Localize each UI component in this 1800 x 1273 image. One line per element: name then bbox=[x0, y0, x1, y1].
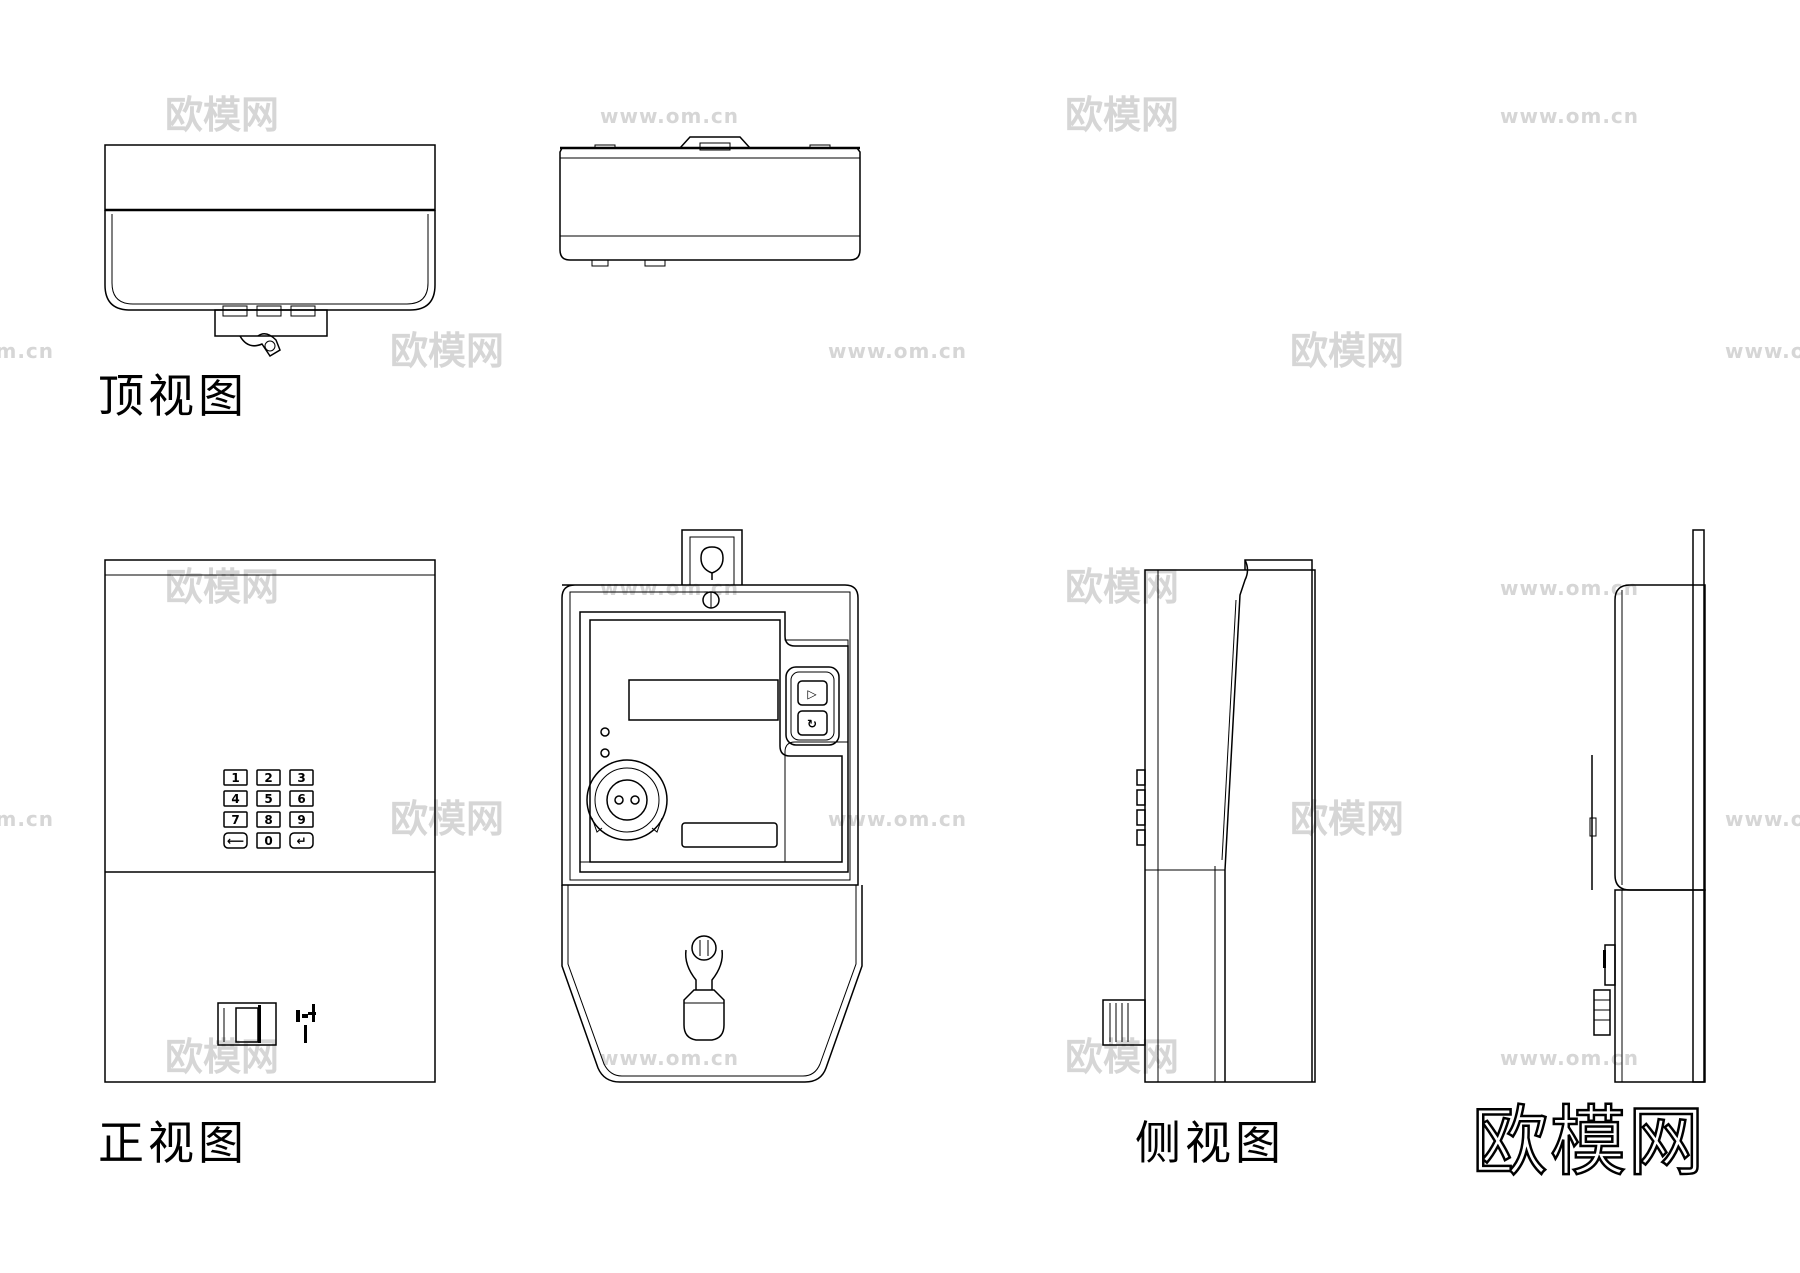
keypad-key-frame bbox=[289, 832, 314, 849]
watermark-url: www.om.cn bbox=[0, 807, 54, 831]
optical-port bbox=[586, 759, 668, 841]
keypad-key[interactable]: 5 bbox=[256, 790, 281, 807]
keypad-key[interactable]: 3 bbox=[289, 769, 314, 786]
side-view-right bbox=[1589, 529, 1706, 1083]
watermark-logo: 欧模网 bbox=[1065, 93, 1179, 137]
watermark-logo: 欧模网 bbox=[1065, 565, 1179, 609]
keypad-key-label: 2 bbox=[264, 771, 272, 785]
play-icon: ▷ bbox=[807, 687, 817, 701]
keypad-key[interactable]: 0 bbox=[256, 832, 281, 849]
top-view-plan bbox=[104, 144, 436, 358]
led-indicator bbox=[600, 748, 610, 758]
keypad-key[interactable]: ⟵ bbox=[223, 832, 248, 849]
keypad-key-frame bbox=[223, 769, 248, 786]
keypad-key-label: 9 bbox=[297, 813, 305, 827]
watermark-url: www.om.cn bbox=[1500, 1046, 1639, 1070]
keypad-key-frame bbox=[256, 832, 281, 849]
seal-lock bbox=[683, 935, 725, 1041]
top-view-elevation bbox=[559, 136, 861, 267]
connector bbox=[1102, 999, 1146, 1046]
keypad-key-frame bbox=[256, 769, 281, 786]
watermark-url: www.om.cn bbox=[828, 807, 967, 831]
side-view-label: 侧视图 bbox=[1135, 1116, 1285, 1170]
watermark-layer: 欧模网 www.om.cn 欧模网 www.om.cn www.om.cn 欧模… bbox=[0, 93, 1800, 1079]
watermark-url: www.om.cn bbox=[1500, 576, 1639, 600]
watermark-logo: 欧模网 bbox=[390, 797, 504, 841]
keypad-key[interactable]: 8 bbox=[256, 811, 281, 828]
keypad-key[interactable]: 4 bbox=[223, 790, 248, 807]
page-button bbox=[797, 680, 828, 706]
top-view-label: 顶视图 bbox=[98, 369, 248, 423]
keypad-key-frame bbox=[289, 790, 314, 807]
watermark-logo: 欧模网 bbox=[390, 329, 504, 373]
keypad-key-label: 7 bbox=[231, 813, 239, 827]
keypad-key-frame bbox=[256, 790, 281, 807]
keypad-key[interactable]: 9 bbox=[289, 811, 314, 828]
keypad-key-label: 8 bbox=[264, 813, 272, 827]
keypad-key[interactable]: 6 bbox=[289, 790, 314, 807]
keypad: 1 2 3 4 5 6 7 8 9 ⟵ 0 ↵ bbox=[223, 769, 314, 849]
keypad-key-label: ⟵ bbox=[227, 834, 244, 848]
watermark-url: www.om.cn bbox=[1500, 104, 1639, 128]
watermark-logo: 欧模网 bbox=[165, 93, 279, 137]
brand-logo: 欧模网 bbox=[1471, 1096, 1706, 1188]
led-indicator bbox=[600, 727, 610, 737]
keypad-key-frame bbox=[223, 832, 248, 849]
front-view-keypad-meter: 1 2 3 4 5 6 7 8 9 ⟵ 0 ↵ bbox=[104, 559, 436, 1083]
keypad-key-label: 5 bbox=[264, 792, 272, 806]
function-button bbox=[797, 710, 828, 736]
watermark-logo: 欧模网 bbox=[1290, 797, 1404, 841]
watermark-logo: 欧模网 bbox=[1290, 329, 1404, 373]
breaker-switch bbox=[217, 1002, 316, 1046]
keypad-key[interactable]: ↵ bbox=[289, 832, 314, 849]
watermark-logo: 欧模网 bbox=[165, 1035, 279, 1079]
button-panel bbox=[785, 666, 840, 746]
keypad-key-label: ↵ bbox=[296, 834, 306, 848]
front-view-label: 正视图 bbox=[98, 1116, 248, 1170]
watermark-url: www.om.cn bbox=[600, 1046, 739, 1070]
keypad-key-frame bbox=[289, 769, 314, 786]
watermark-logo: 欧模网 bbox=[1065, 1035, 1179, 1079]
keypad-key-frame bbox=[256, 811, 281, 828]
refresh-icon: ↻ bbox=[807, 717, 817, 731]
watermark-logo: 欧模网 bbox=[165, 565, 279, 609]
keypad-key-label: 1 bbox=[231, 771, 239, 785]
lcd-display bbox=[628, 679, 779, 721]
watermark-url: www.om.cn bbox=[600, 104, 739, 128]
watermark-url: www.om.cn bbox=[0, 339, 54, 363]
nameplate bbox=[681, 822, 778, 848]
side-view-left bbox=[1102, 559, 1316, 1083]
keypad-key[interactable]: 1 bbox=[223, 769, 248, 786]
keypad-key-frame bbox=[289, 811, 314, 828]
keypad-key[interactable]: 7 bbox=[223, 811, 248, 828]
watermark-url: www.om.cn bbox=[1725, 807, 1800, 831]
front-view-display-meter: ▷ ↻ bbox=[561, 529, 863, 1083]
keypad-key-label: 6 bbox=[297, 792, 305, 806]
keypad-key-frame bbox=[223, 790, 248, 807]
watermark-url: www.om.cn bbox=[1725, 339, 1800, 363]
keypad-key[interactable]: 2 bbox=[256, 769, 281, 786]
keypad-key-frame bbox=[223, 811, 248, 828]
keypad-key-label: 0 bbox=[264, 834, 272, 848]
keypad-key-label: 3 bbox=[297, 771, 305, 785]
watermark-url: www.om.cn bbox=[828, 339, 967, 363]
keypad-key-label: 4 bbox=[231, 792, 239, 806]
